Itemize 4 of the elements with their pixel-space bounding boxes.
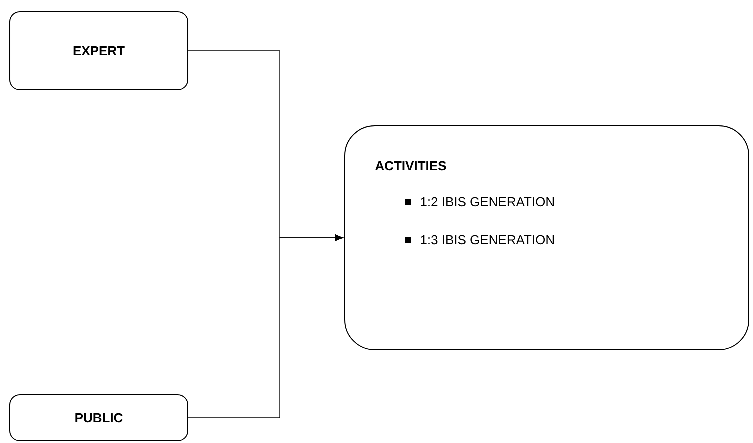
process-box: PUBLIC (10, 394, 188, 442)
process-box: ACTIVITIES 1:2 IBIS GENERATION 1:3 IBIS GENERATION (344, 126, 750, 350)
process-box: EXPERT (10, 12, 188, 90)
connector-arrow (188, 234, 344, 418)
